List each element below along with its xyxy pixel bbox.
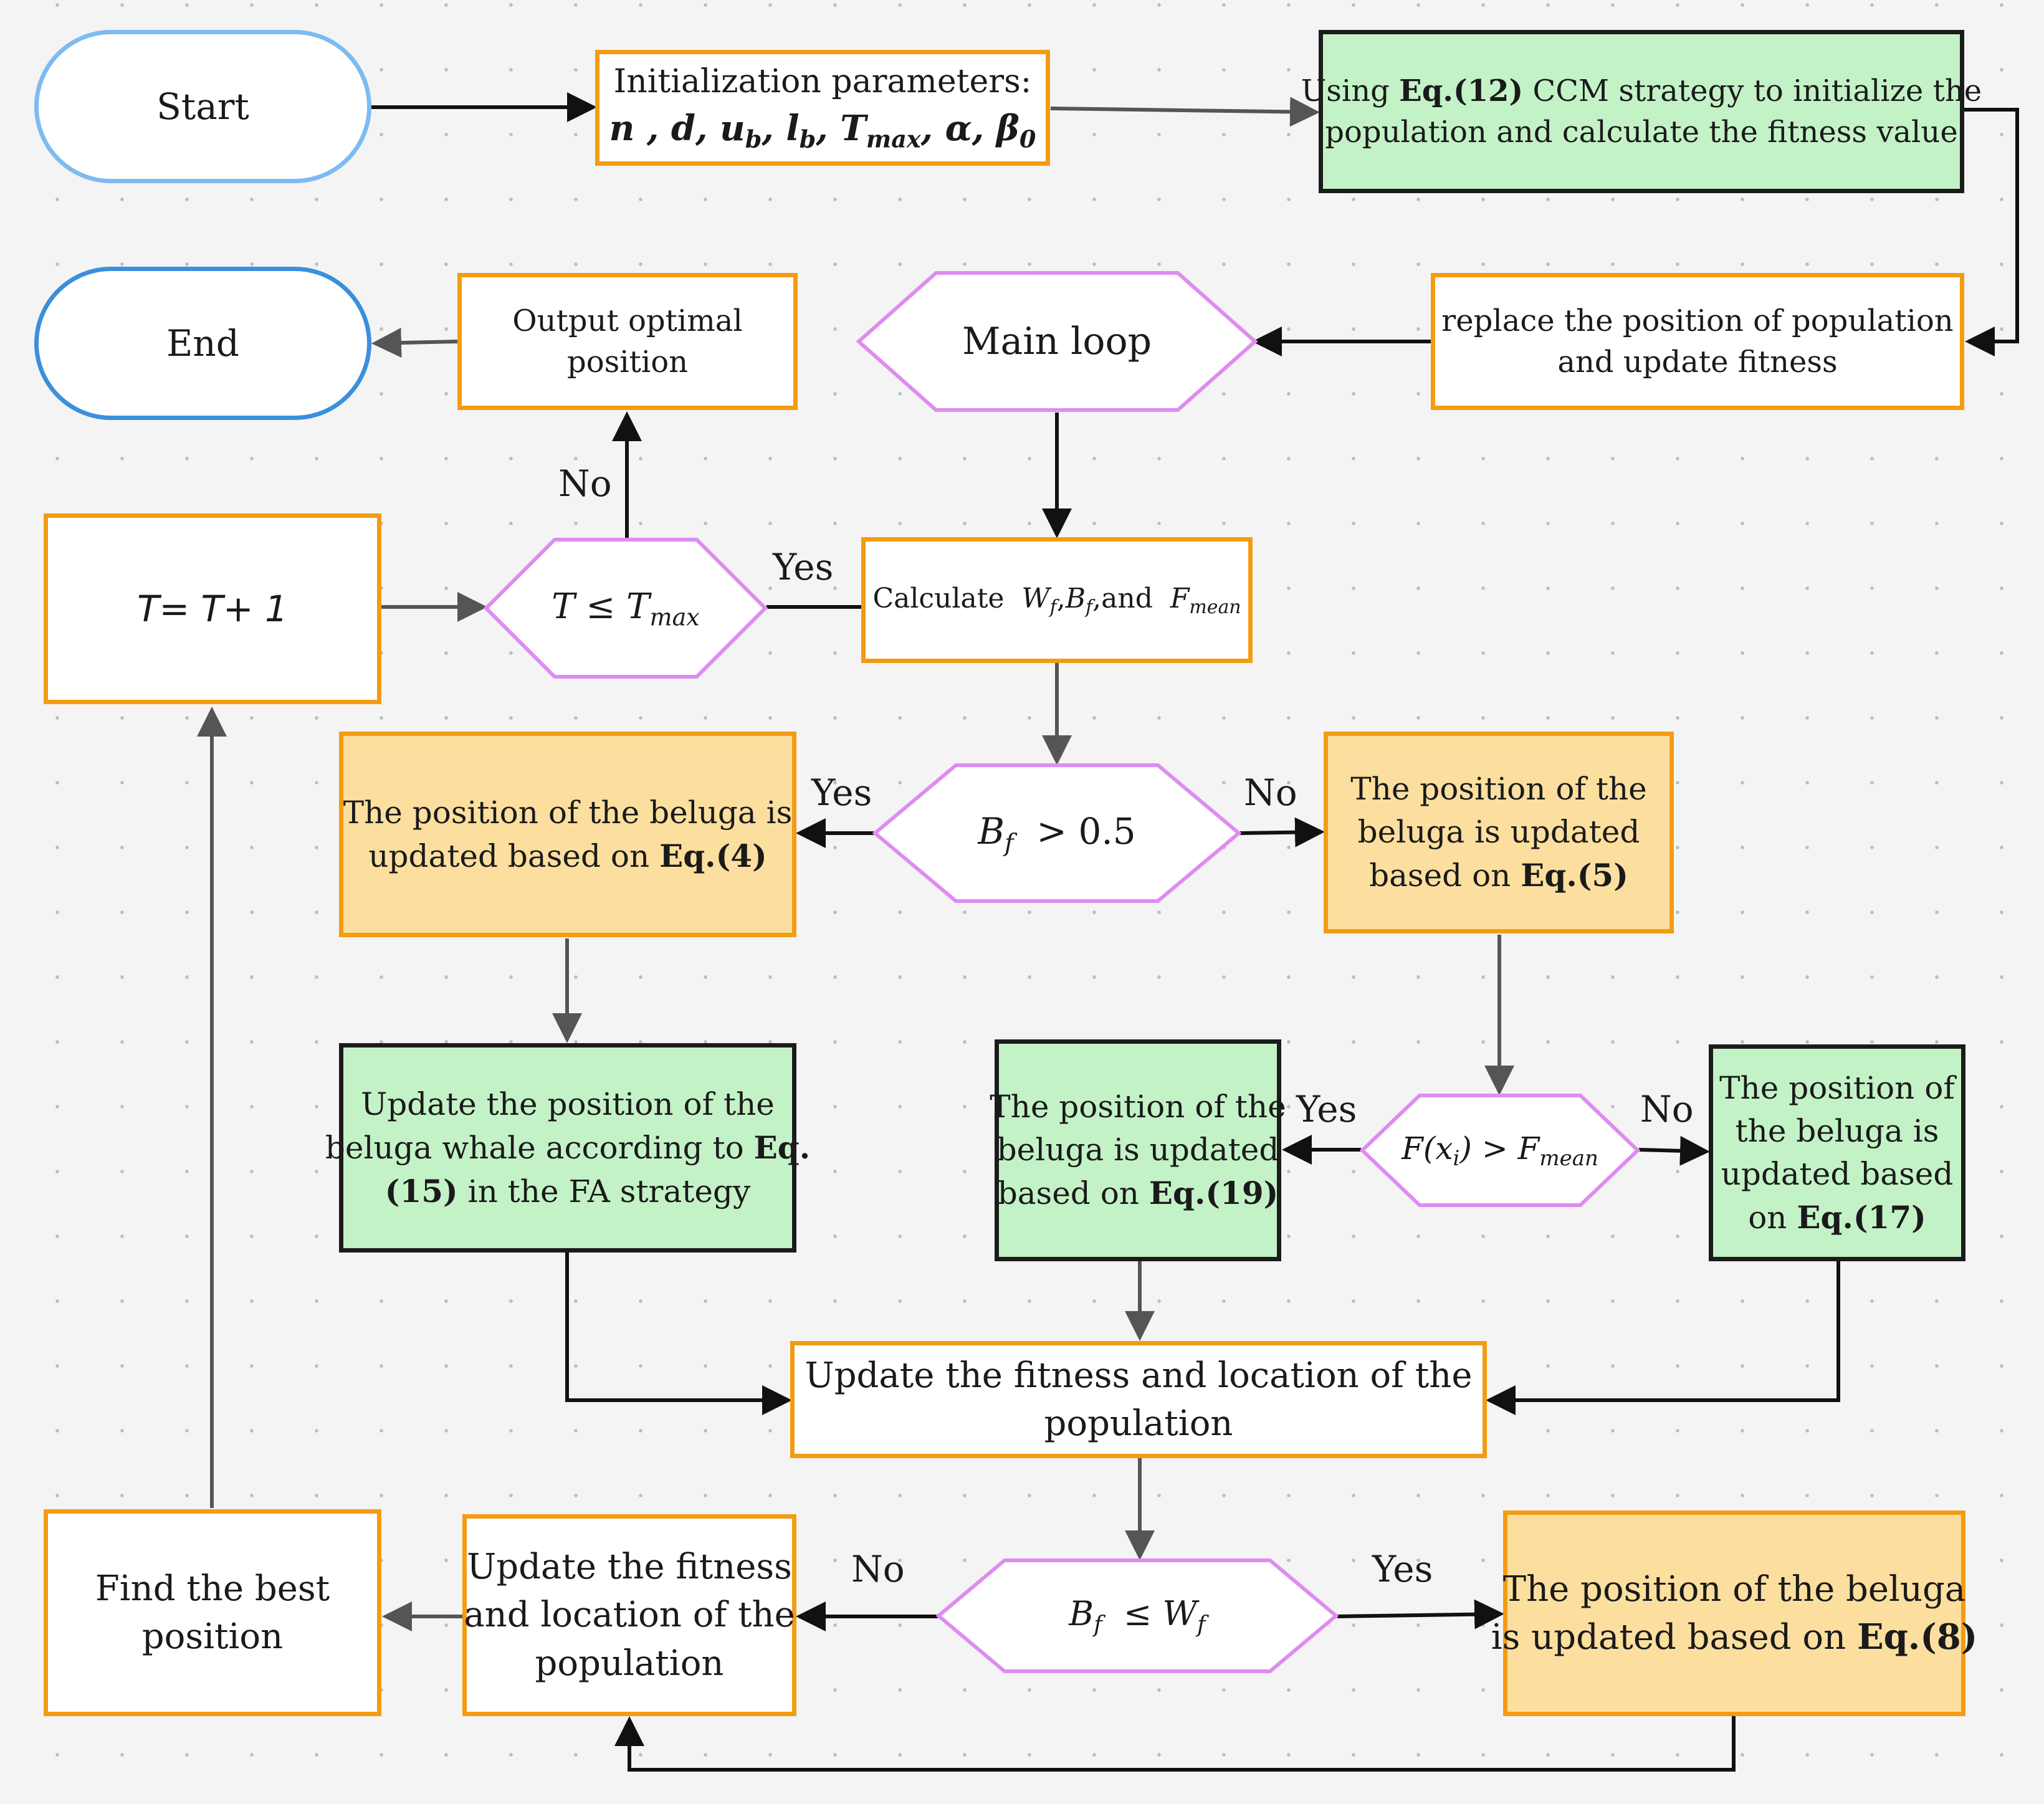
fa-strategy-box: Update the position of the beluga whale …	[325, 1043, 810, 1253]
edge-label-no-bf: No	[1244, 771, 1297, 814]
init-params: n , d, ub, lb, Tmax, α, β0	[609, 107, 1036, 153]
eq5-line2: beluga is updated	[1357, 814, 1640, 850]
eq8-line1: The position of the beluga	[1502, 1568, 1966, 1610]
replace-line2: and update fitness	[1557, 345, 1838, 379]
arrow-init-to-ccm	[1050, 97, 1320, 127]
bf-condition-label: Bf > 0.5	[978, 809, 1136, 857]
increment-label: T= T+ 1	[137, 587, 288, 630]
replace-line1: replace the position of population	[1441, 303, 1954, 338]
edge-label-no-bw: No	[851, 1548, 905, 1590]
arrow-bwcond-to-eq8	[1337, 1599, 1504, 1630]
arrow-ccm-to-replace	[1963, 108, 2019, 356]
ccm-line2: population and calculate the fitness val…	[1325, 115, 1958, 150]
update-low-line1: Update the fitness	[467, 1547, 792, 1588]
edge-label-yes-tcond: Yes	[773, 546, 834, 588]
best-line1: Find the best	[95, 1568, 330, 1609]
end-terminal: End	[34, 267, 371, 420]
eq19-box: The position of the beluga is updated ba…	[990, 1039, 1286, 1261]
arrow-eq17-to-update	[1486, 1261, 1840, 1415]
fx-condition-hexagon: F(xi) > Fmean	[1360, 1093, 1640, 1208]
bw-condition-hexagon: Bf ≤ Wf	[936, 1558, 1339, 1674]
edge-label-no-tcond: No	[558, 462, 612, 505]
best-line2: position	[141, 1616, 284, 1657]
eq8-line2: is updated based on Eq.(8)	[1491, 1616, 1978, 1658]
fa-line2: beluga whale according to Eq.	[325, 1129, 811, 1166]
start-terminal: Start	[34, 30, 371, 183]
output-line2: position	[566, 345, 689, 379]
update-low-line2: and location of the	[464, 1595, 795, 1636]
calculate-label: Calculate Wf,Bf,and Fmean	[872, 582, 1241, 618]
eq19-line2: beluga is updated	[996, 1132, 1279, 1168]
update-mid-line2: population	[1044, 1403, 1233, 1444]
fx-condition-label: F(xi) > Fmean	[1402, 1130, 1598, 1172]
init-parameters-box: Initialization parameters: n , d, ub, lb…	[595, 50, 1050, 166]
edge-label-yes-fx: Yes	[1296, 1088, 1357, 1130]
arrow-fxcond-to-eq17	[1638, 1135, 1710, 1166]
arrow-output-to-end	[371, 328, 458, 358]
calculate-box: Calculate Wf,Bf,and Fmean	[861, 537, 1253, 663]
find-best-box: Find the best position	[44, 1509, 381, 1716]
t-condition-hexagon: T ≤ Tmax	[484, 537, 768, 679]
eq5-line1: The position of the	[1350, 771, 1647, 807]
fa-line3: (15) in the FA strategy	[384, 1172, 751, 1210]
arrow-eq8-to-updatelow	[614, 1716, 1736, 1772]
eq17-line1: The position of	[1719, 1069, 1955, 1106]
eq19-line3: based on Eq.(19)	[997, 1175, 1279, 1211]
update-fitness-mid-box: Update the fitness and location of the p…	[790, 1341, 1487, 1458]
output-optimal-box: Output optimal position	[457, 273, 798, 410]
eq5-line3: based on Eq.(5)	[1369, 857, 1628, 894]
arrow-fa-to-update	[565, 1253, 792, 1415]
bw-condition-label: Bf ≤ Wf	[1069, 1594, 1206, 1638]
eq4-line1: The position of the beluga is	[343, 794, 793, 831]
eq17-line4: on Eq.(17)	[1748, 1198, 1926, 1236]
start-label: Start	[156, 85, 249, 128]
eq5-box: The position of the beluga is updated ba…	[1324, 732, 1674, 933]
replace-position-box: replace the position of population and u…	[1431, 273, 1964, 410]
eq17-box: The position of the beluga is updated ba…	[1709, 1044, 1965, 1261]
end-label: End	[166, 322, 239, 365]
ccm-init-box: Using Eq.(12) CCM strategy to initialize…	[1301, 30, 1982, 193]
eq17-line3: updated based	[1721, 1155, 1954, 1192]
increment-box: T= T+ 1	[44, 513, 381, 704]
eq8-box: The position of the beluga is updated ba…	[1491, 1510, 1977, 1716]
ccm-line1: Using Eq.(12) CCM strategy to initialize…	[1301, 73, 1982, 108]
eq4-line2: updated based on Eq.(4)	[368, 837, 767, 874]
eq19-line1: The position of the	[990, 1089, 1286, 1125]
bf-condition-hexagon: Bf > 0.5	[872, 763, 1241, 904]
eq4-box: The position of the beluga is updated ba…	[339, 732, 796, 937]
main-loop-hexagon: Main loop	[856, 270, 1258, 413]
edge-label-no-fx: No	[1640, 1088, 1694, 1130]
output-line1: Output optimal	[512, 303, 743, 338]
eq17-line2: the beluga is	[1735, 1112, 1939, 1149]
main-loop-label: Main loop	[962, 319, 1152, 363]
update-low-line3: population	[535, 1643, 724, 1684]
update-fitness-low-box: Update the fitness and location of the p…	[462, 1514, 796, 1716]
fa-line1: Update the position of the	[361, 1086, 775, 1122]
update-mid-line1: Update the fitness and location of the	[805, 1355, 1473, 1396]
edge-label-yes-bf: Yes	[811, 771, 872, 814]
init-title: Initialization parameters:	[613, 63, 1032, 101]
arrow-bfcond-to-eq5	[1239, 817, 1325, 847]
t-condition-label: T ≤ Tmax	[552, 586, 700, 631]
edge-label-yes-bw: Yes	[1372, 1548, 1433, 1590]
